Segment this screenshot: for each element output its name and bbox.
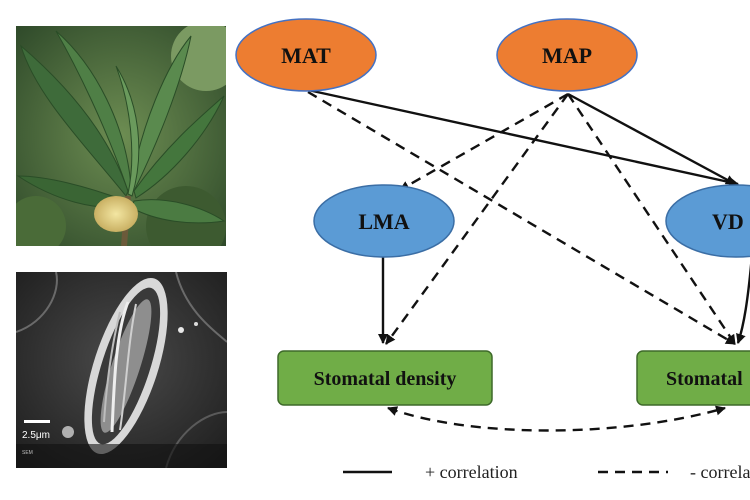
node-lma: LMA (313, 184, 455, 258)
node-vd-label: VD (712, 209, 744, 234)
legend: + correlation - correlation (343, 462, 750, 482)
sem-scale-label: 2.5μm (22, 430, 50, 441)
node-lma-shape (313, 184, 455, 258)
leaf-photo (16, 26, 226, 246)
node-stomatal-right: Stomatal (636, 350, 750, 406)
node-map-label: MAP (542, 43, 592, 68)
edge-mat-stomatal-right (307, 90, 736, 346)
sem-stomata-photo: 2.5μm SEM (16, 272, 227, 468)
node-mat-label: MAT (281, 43, 331, 68)
node-vd: VD (665, 184, 750, 258)
edge-map-lma (399, 92, 569, 192)
node-stomatal-density: Stomatal density (277, 350, 493, 406)
edge-map-stomatal-density (385, 93, 569, 345)
edge-map-vd (567, 92, 736, 186)
node-stomatal-density-shape (277, 350, 493, 406)
legend-positive-label: + correlation (425, 462, 518, 482)
node-stomatal-density-label: Stomatal density (314, 368, 457, 390)
edge-mat-vd (307, 88, 739, 187)
node-vd-shape (665, 184, 750, 258)
node-map-shape (496, 18, 638, 92)
node-lma-label: LMA (358, 209, 409, 234)
node-stomatal-right-label: Stomatal (666, 368, 743, 390)
edge-vd-stomatal-right (736, 263, 750, 344)
svg-text:SEM: SEM (22, 450, 33, 456)
node-map: MAP (496, 18, 638, 92)
node-mat-shape (235, 18, 377, 92)
node-mat: MAT (235, 18, 377, 92)
legend-negative-label: - correlation (690, 462, 750, 482)
edge-stomatal-bidirectional (387, 405, 726, 432)
node-stomatal-right-shape (636, 350, 750, 406)
